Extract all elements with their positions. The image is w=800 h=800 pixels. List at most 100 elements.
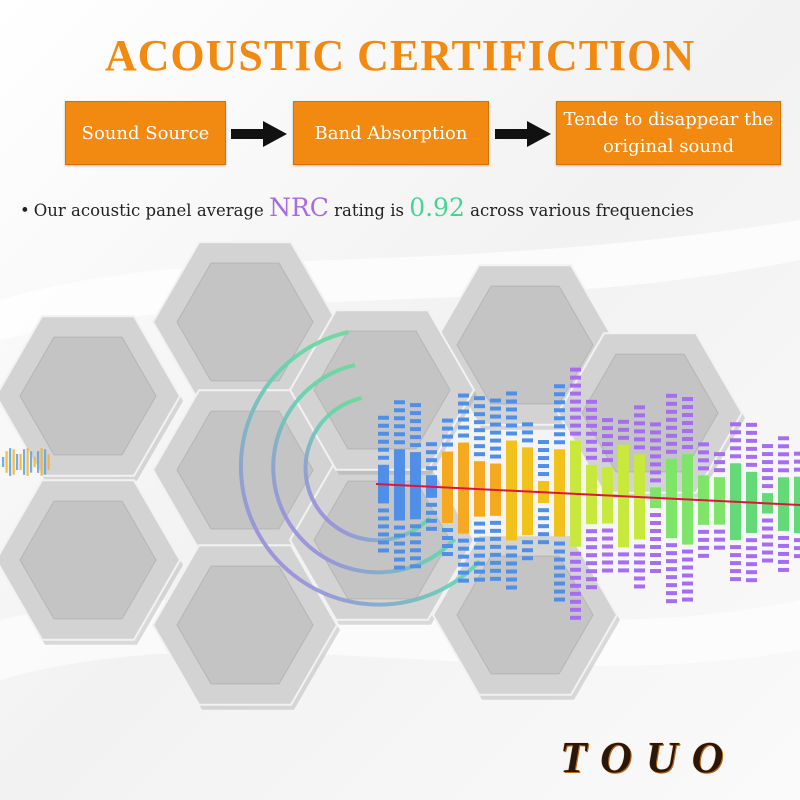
wave-bar (23, 449, 26, 475)
brand-logo: TOUO (560, 733, 738, 782)
frequency-bar-segment (474, 553, 485, 558)
frequency-bar-segment (442, 552, 453, 557)
frequency-bar-segment (746, 454, 757, 459)
frequency-bar-segment (570, 383, 581, 388)
frequency-bar-segment (682, 557, 693, 562)
frequency-bar-segment (554, 392, 565, 397)
frequency-bar-segment (426, 518, 437, 523)
frequency-bar-segment (378, 415, 389, 420)
frequency-bar-segment (570, 615, 581, 620)
frequency-bar-segment (554, 541, 565, 546)
frequency-bar-segment (410, 556, 421, 561)
frequency-bar-segment (570, 367, 581, 372)
frequency-bar-segment (378, 431, 389, 436)
frequency-bar-segment (698, 458, 709, 463)
wave-bar (26, 448, 29, 476)
frequency-bar-segment (490, 528, 501, 533)
frequency-bar-segment (458, 546, 469, 551)
hexagon-panel-face (19, 336, 157, 456)
frequency-bar-segment (410, 435, 421, 440)
frequency-bar-segment (394, 408, 405, 413)
frequency-bar-segment (666, 449, 677, 454)
frequency-bar-segment (762, 550, 773, 555)
frequency-bar-segment (506, 569, 517, 574)
frequency-bar-segment (762, 526, 773, 531)
frequency-bar-segment (474, 404, 485, 409)
frequency-bar-segment (602, 450, 613, 455)
frequency-bar-segment (570, 575, 581, 580)
frequency-bar-segment (506, 399, 517, 404)
frequency-bar-segment (570, 391, 581, 396)
frequency-bar-segment (634, 584, 645, 589)
wave-bar (33, 456, 36, 468)
frequency-bar-segment (778, 436, 789, 441)
frequency-bar-segment (650, 529, 661, 534)
frequency-bar-segment (602, 552, 613, 557)
frequency-bar-segment (426, 510, 437, 515)
frequency-bar-segment (586, 439, 597, 444)
sound-ring (238, 330, 481, 607)
frequency-bar-segment (522, 556, 533, 561)
frequency-bar-segment (666, 393, 677, 398)
frequency-bar-segment (586, 431, 597, 436)
frequency-bar-segment (506, 585, 517, 590)
arrow-right-icon (495, 121, 551, 147)
wave-bar (47, 454, 50, 470)
frequency-bar-segment (458, 401, 469, 406)
frequency-bar-segment (410, 419, 421, 424)
frequency-bar-segment (490, 446, 501, 451)
frequency-bar-segment (698, 466, 709, 471)
frequency-bar-segment (730, 577, 741, 582)
frequency-bar-segment (618, 552, 629, 557)
frequency-bar-segment (730, 430, 741, 435)
frequency-bar-segment (666, 575, 677, 580)
frequency-bar-segment (522, 422, 533, 427)
frequency-bar-segment (650, 462, 661, 467)
statement-middle: rating is (334, 201, 404, 220)
frequency-bar-segment (634, 544, 645, 549)
frequency-bar-segment (666, 425, 677, 430)
frequency-bar-segment (570, 399, 581, 404)
flow-step-label: Tende to disappear the original sound (563, 109, 774, 157)
frequency-bar-segment (714, 468, 725, 473)
frequency-bar-segment (474, 577, 485, 582)
frequency-bar-segment (490, 454, 501, 459)
frequency-bar-segment (490, 430, 501, 435)
frequency-bar-segment (554, 557, 565, 562)
flow-step-disappear: Tende to disappear the original sound (556, 101, 781, 165)
frequency-bar-segment (618, 560, 629, 565)
frequency-bar-segment (682, 437, 693, 442)
frequency-bar-segment (442, 418, 453, 423)
frequency-bar-segment (490, 398, 501, 403)
frequency-bar-segment (586, 577, 597, 582)
frequency-bar-segment (778, 468, 789, 473)
nrc-value: 0.92 (409, 193, 465, 222)
frequency-bar-segment (570, 599, 581, 604)
frequency-bar-segment (554, 384, 565, 389)
frequency-bar-segment (602, 568, 613, 573)
frequency-bar-segment (794, 546, 800, 551)
frequency-bar-segment (474, 561, 485, 566)
frequency-bar-segment (650, 569, 661, 574)
frequency-bar-segment (634, 576, 645, 581)
frequency-bar-segment (442, 536, 453, 541)
frequency-bar-segment (378, 508, 389, 513)
frequency-bar-segment (490, 422, 501, 427)
frequency-bar-segment (474, 545, 485, 550)
frequency-bar-segment (442, 528, 453, 533)
frequency-bar-segment (602, 426, 613, 431)
frequency-bar-segment (490, 438, 501, 443)
frequency-bar-segment (506, 561, 517, 566)
frequency-bar-segment (698, 529, 709, 534)
frequency-bar-segment (570, 375, 581, 380)
frequency-bar-segment (666, 591, 677, 596)
frequency-bar-segment (538, 532, 549, 537)
frequency-bar-segment (634, 437, 645, 442)
frequency-bar-segment (458, 393, 469, 398)
frequency-bar-segment (554, 597, 565, 602)
frequency-bar-segment (586, 415, 597, 420)
frequency-bar-segment (410, 524, 421, 529)
hexagon-panel-face (176, 262, 314, 382)
frequency-bar-segment (410, 548, 421, 553)
nrc-label: NRC (269, 193, 329, 222)
